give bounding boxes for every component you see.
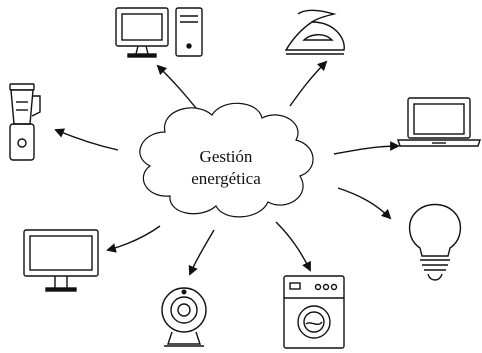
washing-machine-icon — [283, 275, 345, 349]
iron-icon — [284, 9, 345, 55]
desktop-computer-icon — [115, 7, 203, 58]
blender-icon — [9, 83, 41, 161]
arrow-to-bulb — [337, 187, 392, 220]
monitor-icon — [23, 229, 99, 292]
cloud-shape — [139, 102, 314, 218]
arrow-to-monitor — [106, 225, 161, 253]
arrow-to-blender — [54, 128, 119, 151]
arrow-to-webcam — [188, 229, 215, 276]
cloud-label-line1: Gestión — [200, 147, 253, 166]
webcam-icon — [161, 287, 207, 347]
light-bulb-icon — [409, 203, 461, 281]
laptop-icon — [397, 97, 481, 147]
cloud-label-line2: energética — [191, 169, 261, 188]
arrow-to-washer — [275, 221, 311, 272]
arrow-to-laptop — [333, 141, 400, 155]
arrow-to-desktop — [156, 64, 197, 109]
arrow-to-iron — [289, 60, 328, 107]
